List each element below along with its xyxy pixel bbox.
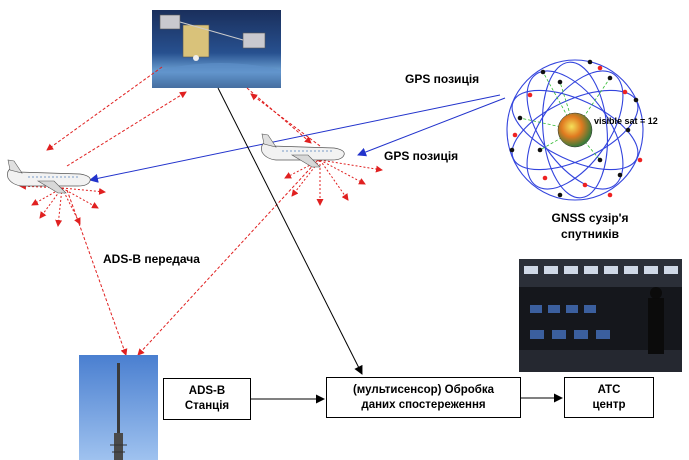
atc-center-line1: ATC xyxy=(597,383,621,396)
visible-sat-label: visible sat = 12 xyxy=(594,116,658,126)
airplane-icon xyxy=(261,133,345,168)
atc-center-image xyxy=(519,259,682,372)
adsb-links xyxy=(46,66,321,356)
gps-position-label-top: GPS позиція xyxy=(405,72,479,86)
gnss-label-line2: спутників xyxy=(561,227,619,241)
satellite-to-processing-link xyxy=(217,87,363,375)
adsb-station-line2: Станція xyxy=(184,400,230,412)
atc-center-line2: центр xyxy=(592,398,626,411)
processing-box: (мультисенсор) Обробка даних спостережен… xyxy=(326,377,521,418)
atc-center-box: ATC центр xyxy=(564,377,654,418)
processing-line1: (мультисенсор) Обробка xyxy=(352,383,495,396)
processing-line2: даних спостереження xyxy=(361,398,486,411)
gps-links xyxy=(89,94,506,183)
gnss-constellation-globe xyxy=(506,59,644,201)
box-connectors xyxy=(251,393,563,404)
adsb-station-box: ADS-B Станція xyxy=(163,378,251,420)
airplane-icon xyxy=(7,159,91,194)
satellite-image xyxy=(152,10,281,88)
gnss-label-line1: GNSS сузір'я xyxy=(551,211,628,225)
adsb-transmission-label: ADS-B передача xyxy=(103,252,200,266)
ground-station-antenna-image xyxy=(79,355,158,460)
adsb-station-line1: ADS-B xyxy=(188,385,226,397)
gps-position-label-mid: GPS позиція xyxy=(384,149,458,163)
